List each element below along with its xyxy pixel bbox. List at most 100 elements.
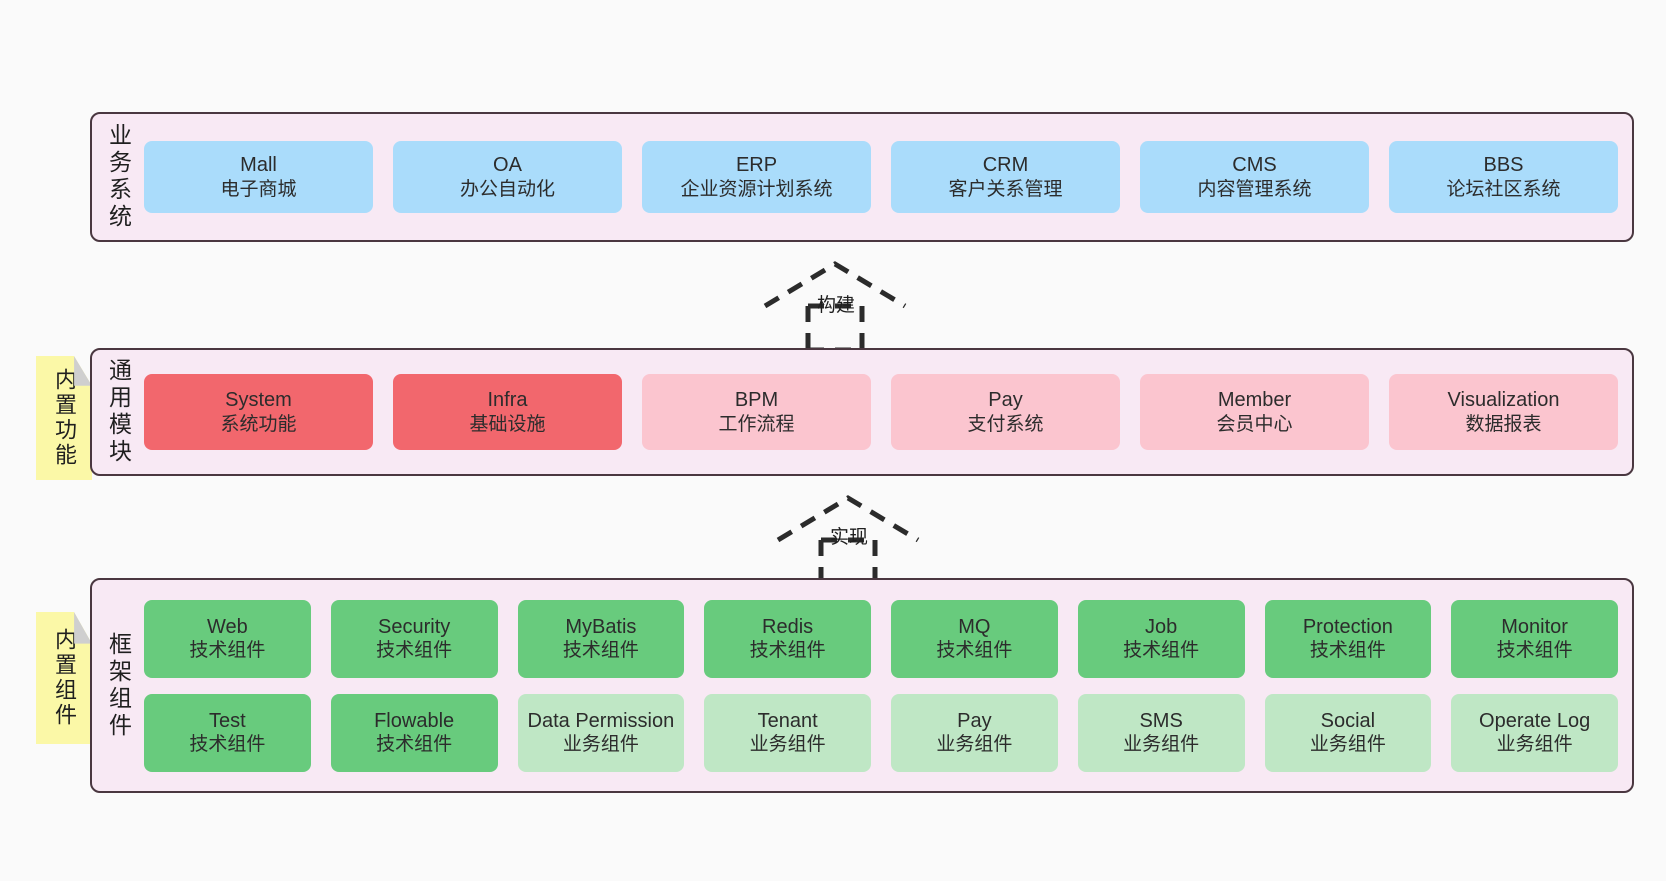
- framework-node-row-2: Test 技术组件 Flowable 技术组件 Data Permission …: [144, 693, 1618, 772]
- node-protection-desc: 技术组件: [1309, 640, 1386, 662]
- node-flowable[interactable]: Flowable 技术组件: [330, 693, 498, 772]
- node-data-permission-desc: 业务组件: [562, 734, 639, 756]
- node-cms-name: CMS: [1232, 154, 1277, 177]
- node-social[interactable]: Social 业务组件: [1264, 693, 1432, 772]
- framework-node-row-1: Web 技术组件 Security 技术组件 MyBatis 技术组件 Redi…: [144, 599, 1618, 678]
- node-pay-module-desc: 支付系统: [967, 413, 1044, 435]
- layer-business-body: Mall 电子商城 OA 办公自动化 ERP 企业资源计划系统 CRM 客户关系…: [144, 114, 1632, 240]
- node-mall[interactable]: Mall 电子商城: [144, 141, 373, 213]
- node-bbs[interactable]: BBS 论坛社区系统: [1389, 141, 1618, 213]
- node-oa[interactable]: OA 办公自动化: [393, 141, 622, 213]
- node-operate-log[interactable]: Operate Log 业务组件: [1451, 693, 1618, 772]
- node-tenant-desc: 业务组件: [749, 734, 826, 756]
- node-pay-component[interactable]: Pay 业务组件: [891, 693, 1058, 772]
- node-security-name: Security: [378, 615, 451, 638]
- node-operate-log-desc: 业务组件: [1496, 734, 1573, 756]
- node-system[interactable]: System 系统功能: [144, 374, 373, 450]
- node-visualization[interactable]: Visualization 数据报表: [1389, 374, 1618, 450]
- node-flowable-desc: 技术组件: [376, 734, 453, 756]
- node-mybatis-name: MyBatis: [565, 615, 637, 638]
- layer-framework-label: 框架组件: [105, 631, 132, 740]
- node-crm-name: CRM: [982, 154, 1029, 177]
- node-visualization-name: Visualization: [1447, 389, 1560, 412]
- note-builtin-components-label: 内置组件: [52, 628, 77, 728]
- note-builtin-components: 内置组件: [36, 612, 92, 744]
- node-test-desc: 技术组件: [189, 734, 266, 756]
- node-pay-component-name: Pay: [957, 709, 992, 732]
- node-mybatis-desc: 技术组件: [562, 640, 639, 662]
- node-mybatis[interactable]: MyBatis 技术组件: [517, 599, 685, 678]
- node-data-permission-name: Data Permission: [527, 709, 675, 732]
- node-mq-desc: 技术组件: [936, 640, 1013, 662]
- node-oa-name: OA: [493, 154, 522, 177]
- node-bbs-name: BBS: [1483, 154, 1524, 177]
- node-infra[interactable]: Infra 基础设施: [393, 374, 622, 450]
- node-cms-desc: 内容管理系统: [1197, 178, 1312, 200]
- node-redis-name: Redis: [762, 615, 814, 638]
- node-redis[interactable]: Redis 技术组件: [704, 599, 871, 678]
- node-mq[interactable]: MQ 技术组件: [891, 599, 1058, 678]
- node-pay-module[interactable]: Pay 支付系统: [891, 374, 1120, 450]
- layer-common-label: 通用模块: [105, 358, 132, 466]
- node-security-desc: 技术组件: [376, 640, 453, 662]
- arrow-build: 构建: [755, 258, 915, 353]
- node-sms-desc: 业务组件: [1123, 734, 1200, 756]
- business-node-row: Mall 电子商城 OA 办公自动化 ERP 企业资源计划系统 CRM 客户关系…: [144, 141, 1618, 213]
- arrow-implement: 实现: [768, 492, 928, 587]
- node-test[interactable]: Test 技术组件: [144, 693, 311, 772]
- layer-common-body: System 系统功能 Infra 基础设施 BPM 工作流程 Pay 支付系统…: [144, 350, 1632, 474]
- node-sms-name: SMS: [1139, 709, 1183, 732]
- note-builtin-features-label: 内置功能: [52, 368, 77, 468]
- node-operate-log-name: Operate Log: [1479, 709, 1591, 732]
- layer-business-label: 业务系统: [105, 123, 132, 231]
- node-infra-name: Infra: [487, 389, 528, 412]
- node-member-name: Member: [1217, 389, 1292, 412]
- node-mall-desc: 电子商城: [220, 178, 297, 200]
- node-flowable-name: Flowable: [374, 709, 455, 732]
- node-bpm[interactable]: BPM 工作流程: [642, 374, 871, 450]
- node-protection[interactable]: Protection 技术组件: [1264, 599, 1432, 678]
- node-mall-name: Mall: [240, 154, 277, 177]
- node-bpm-desc: 工作流程: [718, 413, 795, 435]
- node-system-name: System: [225, 389, 292, 412]
- node-member[interactable]: Member 会员中心: [1140, 374, 1369, 450]
- node-social-desc: 业务组件: [1309, 734, 1386, 756]
- node-web-name: Web: [206, 615, 248, 638]
- node-pay-module-name: Pay: [988, 389, 1023, 412]
- node-cms[interactable]: CMS 内容管理系统: [1140, 141, 1369, 213]
- node-infra-desc: 基础设施: [469, 413, 546, 435]
- layer-framework-components: 框架组件 Web 技术组件 Security 技术组件 MyBatis 技术组件…: [90, 578, 1634, 793]
- node-tenant[interactable]: Tenant 业务组件: [704, 693, 871, 772]
- common-node-row: System 系统功能 Infra 基础设施 BPM 工作流程 Pay 支付系统…: [144, 374, 1618, 450]
- node-social-name: Social: [1320, 709, 1376, 732]
- node-bbs-desc: 论坛社区系统: [1446, 178, 1561, 200]
- node-oa-desc: 办公自动化: [459, 178, 555, 200]
- node-data-permission[interactable]: Data Permission 业务组件: [517, 693, 685, 772]
- node-tenant-name: Tenant: [757, 709, 818, 732]
- node-job-name: Job: [1145, 615, 1178, 638]
- node-erp-desc: 企业资源计划系统: [680, 178, 833, 200]
- generalization-arrow-icon: [776, 495, 920, 587]
- node-erp[interactable]: ERP 企业资源计划系统: [642, 141, 871, 213]
- node-crm[interactable]: CRM 客户关系管理: [891, 141, 1120, 213]
- arrow-build-label: 构建: [817, 295, 856, 316]
- node-system-desc: 系统功能: [220, 413, 297, 435]
- node-web-desc: 技术组件: [189, 640, 266, 662]
- node-protection-name: Protection: [1302, 615, 1393, 638]
- generalization-arrow-icon: [763, 261, 907, 353]
- node-pay-component-desc: 业务组件: [936, 734, 1013, 756]
- node-security[interactable]: Security 技术组件: [330, 599, 498, 678]
- node-visualization-desc: 数据报表: [1465, 413, 1542, 435]
- note-builtin-features: 内置功能: [36, 356, 92, 480]
- layer-framework-body: Web 技术组件 Security 技术组件 MyBatis 技术组件 Redi…: [144, 580, 1632, 791]
- node-redis-desc: 技术组件: [749, 640, 826, 662]
- node-bpm-name: BPM: [734, 389, 779, 412]
- node-job[interactable]: Job 技术组件: [1077, 599, 1245, 678]
- node-web[interactable]: Web 技术组件: [144, 599, 311, 678]
- node-member-desc: 会员中心: [1216, 413, 1293, 435]
- node-crm-desc: 客户关系管理: [948, 178, 1063, 200]
- node-sms[interactable]: SMS 业务组件: [1077, 693, 1245, 772]
- layer-common-modules: 通用模块 System 系统功能 Infra 基础设施 BPM 工作流程 Pay: [90, 348, 1634, 476]
- node-monitor[interactable]: Monitor 技术组件: [1451, 599, 1618, 678]
